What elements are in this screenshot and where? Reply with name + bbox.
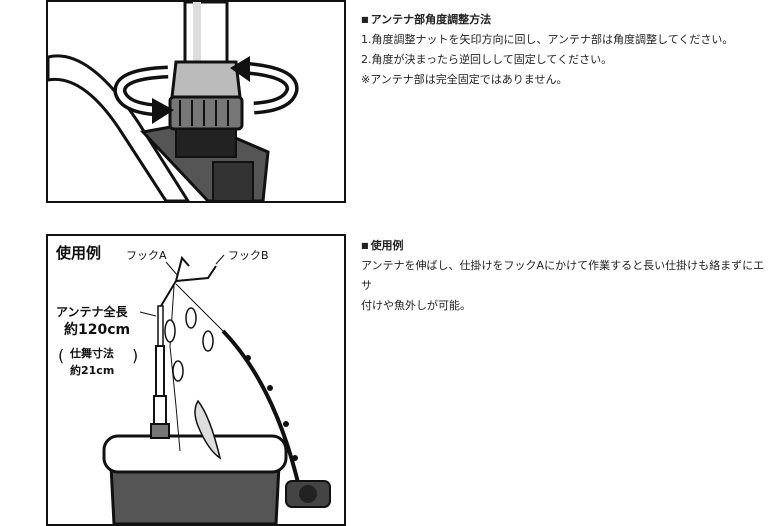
angle-adjust-heading: ■アンテナ部角度調整方法 bbox=[361, 10, 766, 30]
hook-a-label: フックA bbox=[126, 249, 167, 262]
usage-example-illustration: 使用例 フックA フックB アンテナ全長 約120cm ( ) 仕舞寸法 約21… bbox=[46, 234, 346, 526]
instruction-line: 1.角度調整ナットを矢印方向に回し、アンテナ部は角度調整してください。 bbox=[361, 33, 734, 46]
bullet-icon: ■ bbox=[361, 15, 369, 24]
usage-line: 付けや魚外しが可能。 bbox=[361, 299, 471, 312]
paren-left: ( bbox=[58, 346, 64, 365]
antenna-length-value: 約120cm bbox=[64, 321, 130, 338]
instruction-note: ※アンテナ部は完全固定ではありません。 bbox=[361, 73, 568, 86]
angle-adjust-instructions: ■アンテナ部角度調整方法 1.角度調整ナットを矢印方向に回し、アンテナ部は角度調… bbox=[361, 10, 766, 90]
instruction-line: 2.角度が決まったら逆回しして固定してください。 bbox=[361, 53, 613, 66]
angle-adjust-illustration bbox=[46, 0, 346, 203]
angle-adjust-title: アンテナ部角度調整方法 bbox=[370, 13, 492, 26]
stored-size-label: 仕舞寸法 bbox=[69, 346, 114, 360]
hook-b-label: フックB bbox=[228, 249, 269, 262]
antenna-length-label: アンテナ全長 bbox=[56, 304, 129, 319]
usage-line: アンテナを伸ばし、仕掛けをフックAにかけて作業すると長い仕掛けも絡まずにエサ bbox=[361, 259, 765, 292]
paren-right: ) bbox=[132, 346, 138, 365]
usage-figure-title: 使用例 bbox=[55, 244, 101, 262]
usage-title: 使用例 bbox=[370, 239, 404, 252]
usage-instructions: ■使用例 アンテナを伸ばし、仕掛けをフックAにかけて作業すると長い仕掛けも絡まず… bbox=[361, 236, 766, 316]
usage-example-drawing: 使用例 フックA フックB アンテナ全長 約120cm ( ) 仕舞寸法 約21… bbox=[55, 244, 331, 524]
angle-adjust-drawing bbox=[48, 2, 299, 201]
usage-heading: ■使用例 bbox=[361, 236, 766, 256]
bullet-icon: ■ bbox=[361, 241, 369, 250]
stored-size-value: 約21cm bbox=[70, 363, 114, 377]
